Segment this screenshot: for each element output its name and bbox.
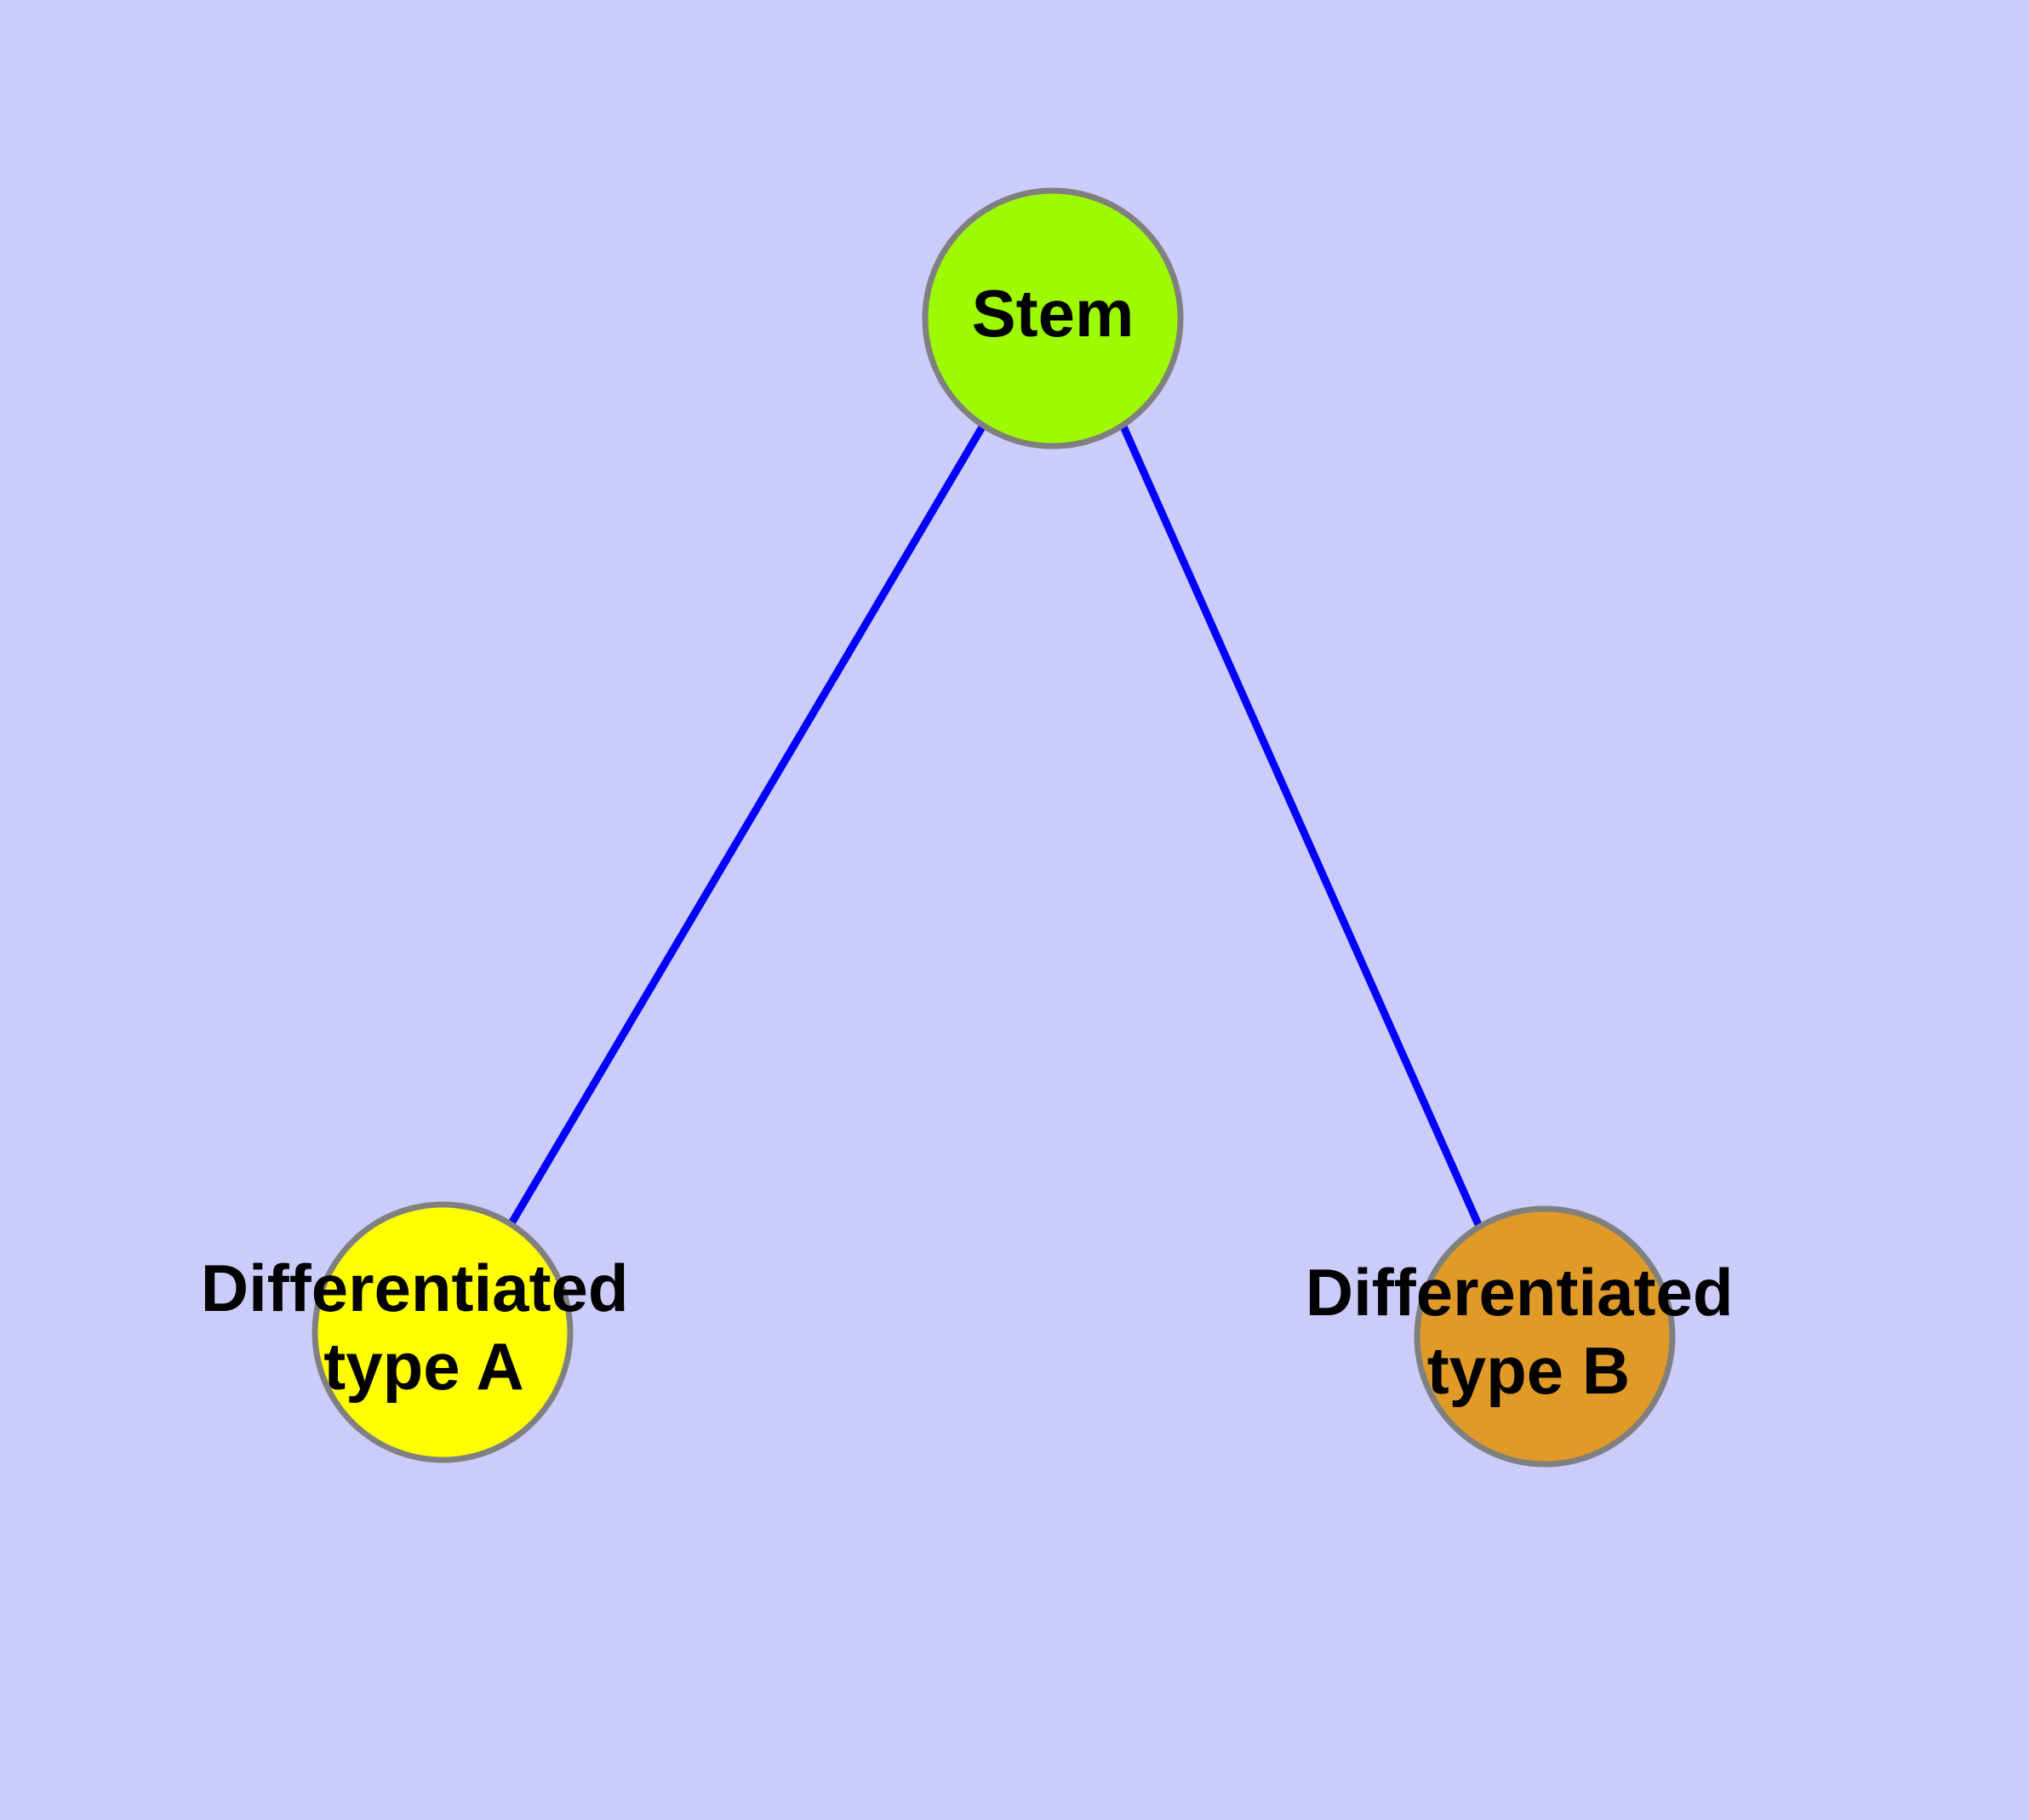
node-differentiated-type-b-label-line-1: Differentiated xyxy=(1306,1255,1734,1330)
node-differentiated-type-b-label: Differentiated type B xyxy=(1306,1255,1752,1408)
node-stem-label-line-1: Stem xyxy=(972,276,1135,351)
node-differentiated-type-b-label-line-2: type B xyxy=(1427,1333,1630,1408)
node-stem-circle[interactable] xyxy=(922,187,1184,449)
node-differentiated-type-a-label-line-1: Differentiated xyxy=(201,1251,629,1325)
label-layer: Stem Differentiated type A Differentiate… xyxy=(201,276,1752,1408)
edge-stem-to-diff-a[interactable] xyxy=(508,423,986,1226)
edge-layer xyxy=(508,423,1484,1230)
node-differentiated-type-b[interactable] xyxy=(1414,1205,1676,1468)
node-layer xyxy=(311,187,1676,1468)
edge-stem-to-diff-b[interactable] xyxy=(1119,425,1484,1230)
node-differentiated-type-b-circle[interactable] xyxy=(1414,1205,1676,1468)
node-differentiated-type-a[interactable] xyxy=(311,1201,574,1463)
node-stem[interactable] xyxy=(922,187,1184,449)
node-stem-label: Stem xyxy=(972,276,1135,351)
node-differentiated-type-a-label-line-2: type A xyxy=(323,1329,524,1404)
node-differentiated-type-a-label: Differentiated type A xyxy=(201,1251,647,1404)
node-differentiated-type-a-circle[interactable] xyxy=(311,1201,574,1463)
